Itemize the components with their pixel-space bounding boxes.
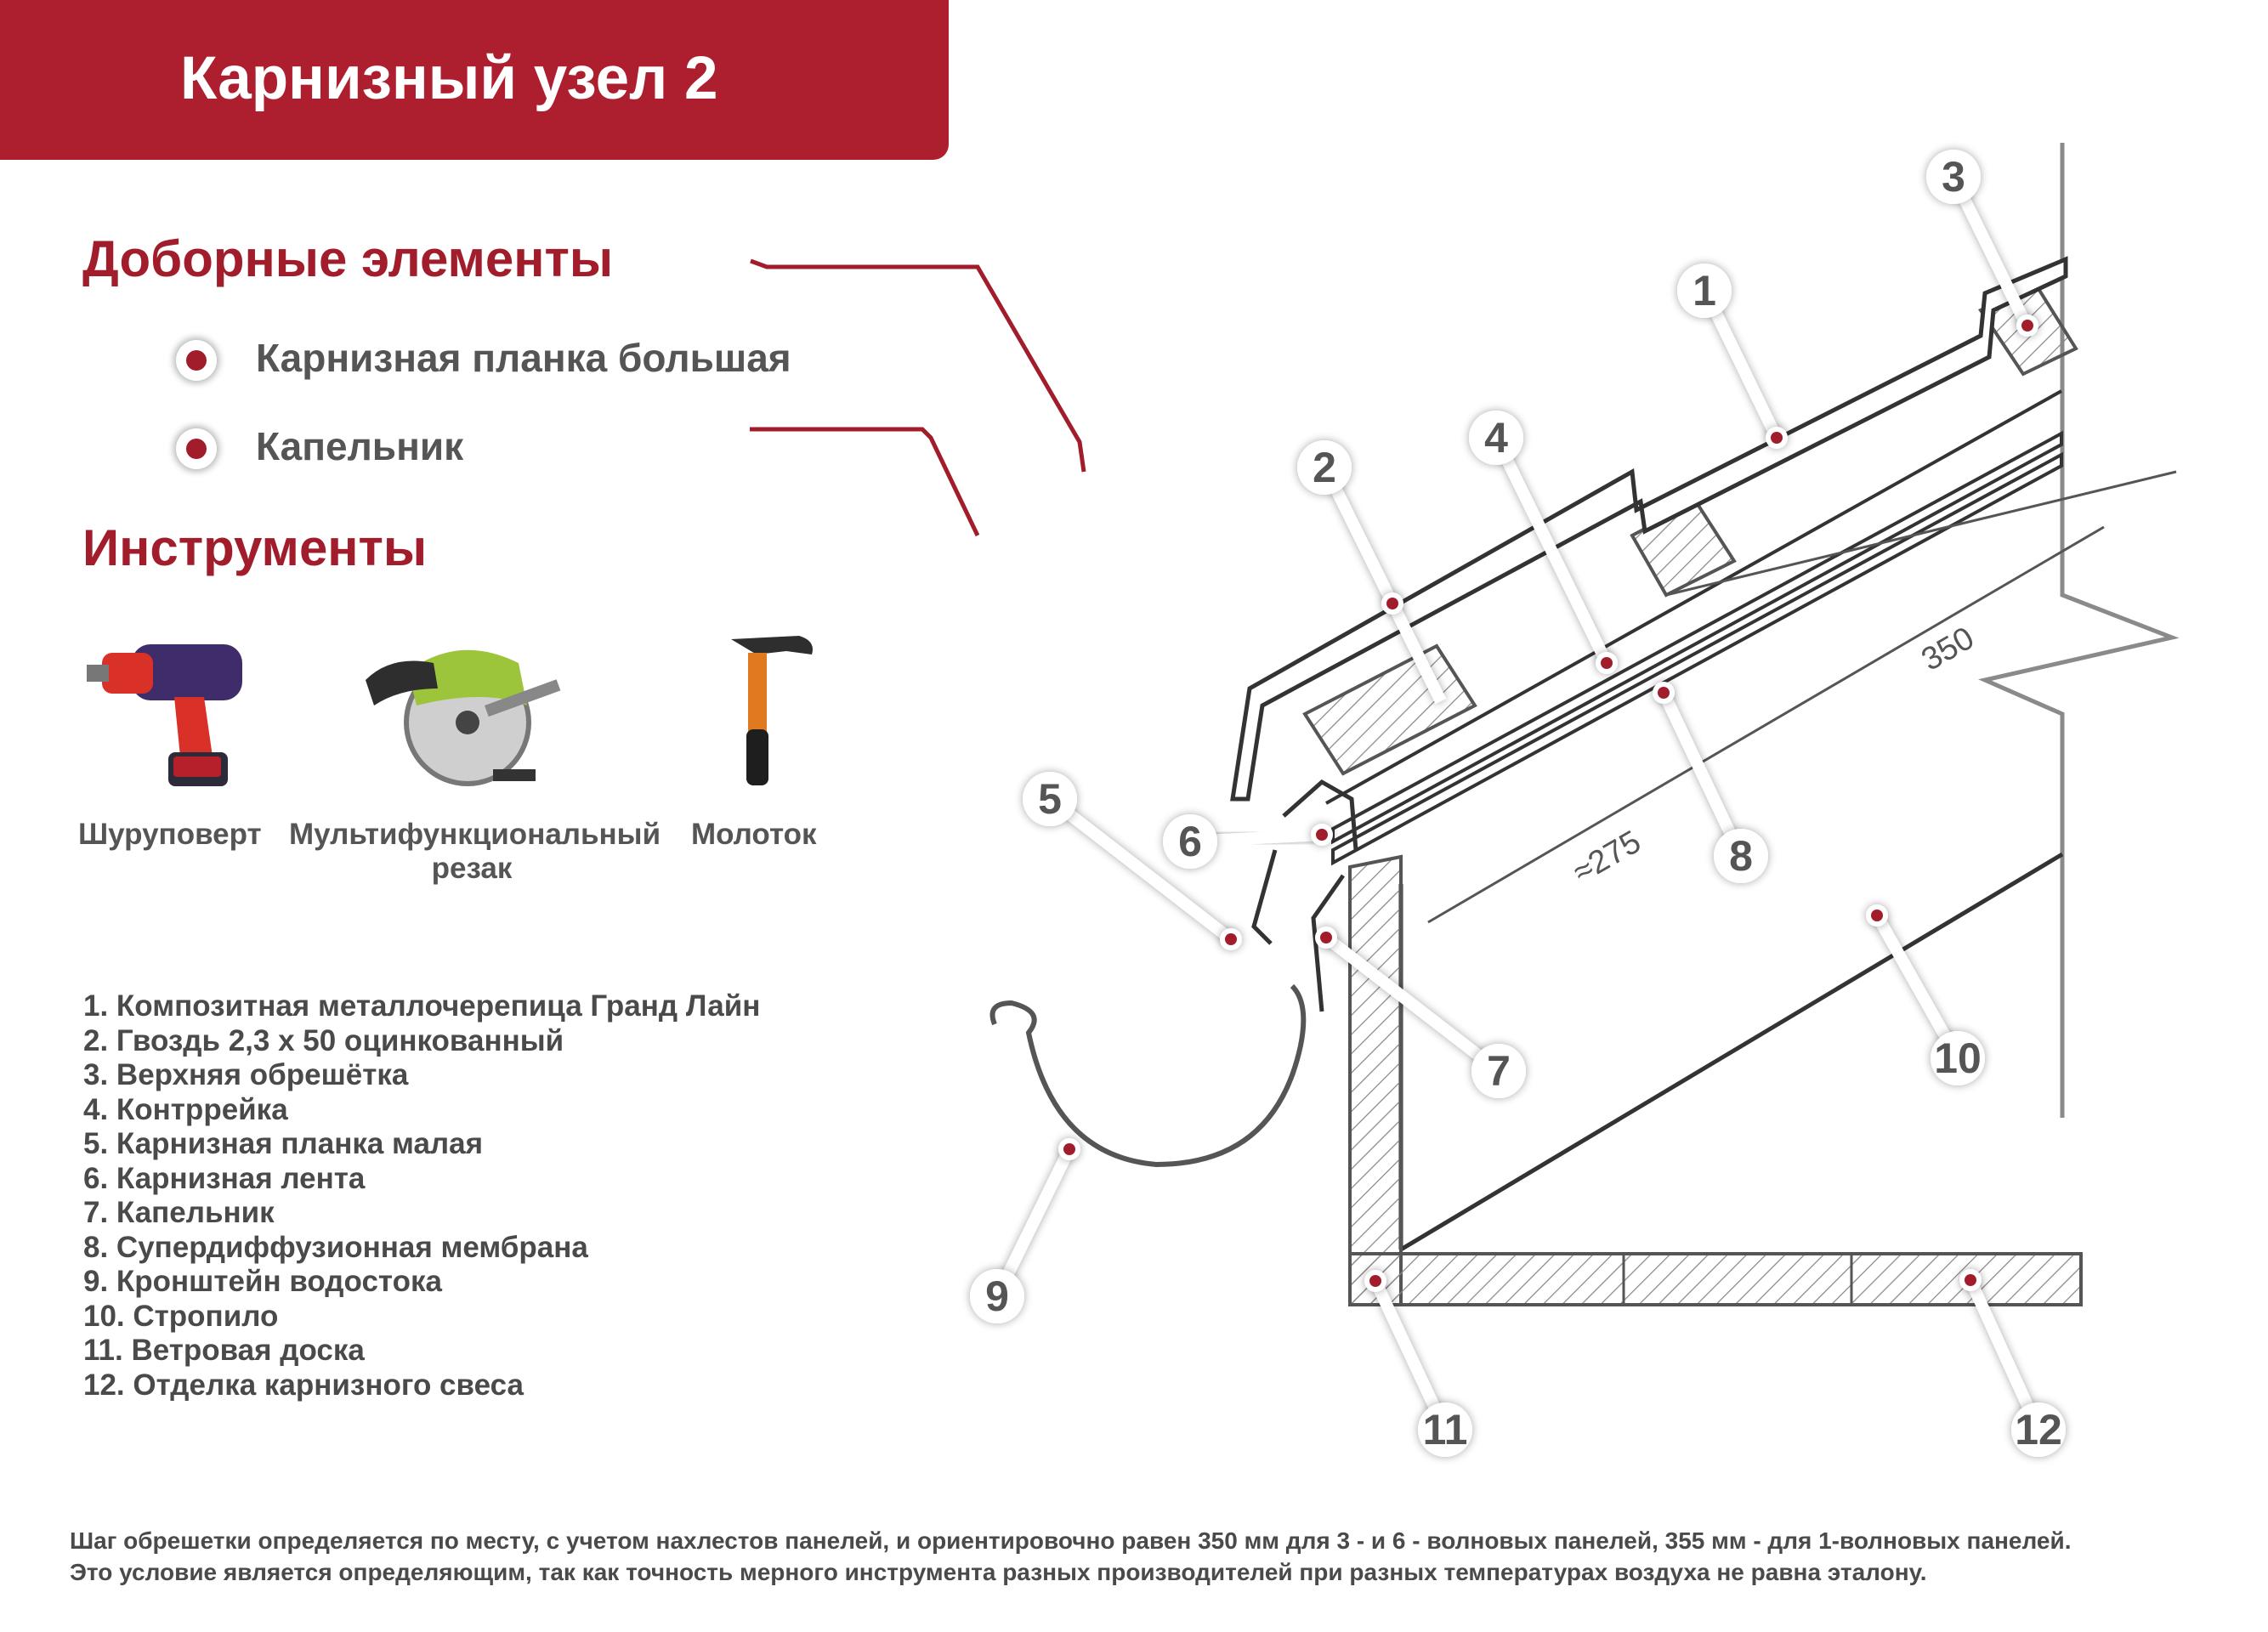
legend-item: 4. Контррейка [83,1092,288,1126]
callout-number: 2 [1313,444,1336,491]
footnote: Шаг обрешетки определяется по месту, с у… [70,1525,2229,1588]
legend-item: 10. Стропило [83,1299,279,1333]
callout-5: 5 [1023,772,1242,950]
title-banner: Карнизный узел 2 [0,0,949,160]
callout-2: 2 [1297,440,1447,705]
gutter-bracket [989,983,1307,1168]
legend-item: 8. Супердиффузионная мембрана [83,1230,588,1264]
legend-item: 7. Капельник [83,1196,275,1229]
callout-number: 3 [1942,153,1965,201]
large-eaves-plank-profile [750,258,1086,473]
eaves-strip [1282,779,1358,851]
legend-item: 12. Отделка карнизного свеса [83,1368,524,1402]
membrane [1331,430,2063,845]
wind-board [1348,854,1403,1306]
legend-item: 3. Верхняя обрешётка [83,1058,409,1091]
callout-number: 9 [985,1272,1009,1320]
screwdriver-icon [87,644,242,786]
accessory-item: Капельник [256,424,464,468]
drip-edge [1311,874,1346,1012]
callout-7: 7 [1315,926,1526,1098]
legend-item: 2. Гвоздь 2,3 х 50 оцинкованный [83,1023,564,1057]
roof-tile [1230,256,2068,802]
callout-11: 11 [1364,1270,1472,1457]
callout-4: 4 [1469,411,1618,674]
callout-1: 1 [1677,264,1788,449]
accessory-item: Карнизная планка большая [256,336,791,380]
tool-label: Мультифункциональный резак [289,818,661,886]
accessories-heading: Доборные элементы [82,230,614,287]
small-eaves-plank [1251,849,1278,945]
callout-12: 12 [1959,1269,2066,1457]
callout-9: 9 [970,1138,1080,1323]
tool-label: Молоток [691,818,817,851]
callout-8: 8 [1653,682,1768,883]
legend-list: 1. Композитная металлочерепица Гранд Лай… [83,989,760,1402]
footnote-line: Шаг обрешетки определяется по месту, с у… [70,1527,2072,1554]
callout-number: 11 [1423,1406,1468,1454]
tools-heading: Инструменты [82,519,428,576]
multi-cutter-icon [366,649,561,786]
tool-label-line: резак [431,852,513,885]
callout-number: 10 [1934,1034,1982,1082]
dimension-line-upper [1665,470,2177,597]
wall-outline [1978,143,2180,1118]
callout-10: 10 [1866,904,1985,1085]
callout-number: 1 [1692,267,1716,314]
hammer-icon [731,636,813,785]
counter-batten [1331,451,2063,866]
bullet-icon [176,340,217,381]
legend-item: 9. Кронштейн водостока [83,1265,442,1298]
drip-edge-profile [750,427,980,537]
legend-item: 11. Ветровая доска [83,1334,365,1367]
callout-number: 7 [1487,1047,1511,1095]
callout-number: 8 [1729,832,1753,880]
callout-number: 6 [1178,818,1202,865]
callout-3: 3 [1926,150,2038,337]
dimension-upper: 350 [1916,620,1981,678]
legend-item: 1. Композитная металлочерепица Гранд Лай… [83,989,761,1023]
callout-number: 4 [1484,414,1508,462]
legend-item: 5. Карнизная планка малая [83,1127,484,1160]
callout-6: 6 [1163,814,1333,869]
bullet-icon [176,428,217,469]
callout-number: 12 [2015,1406,2062,1454]
legend-item: 6. Карнизная лента [83,1161,366,1195]
callout-number: 5 [1038,775,1062,823]
footnote-line: Это условие является определяющим, так к… [70,1559,1927,1585]
rafter [1399,852,2064,1252]
tool-label-line: Мультифункциональный [289,818,661,851]
page-title: Карнизный узел 2 [180,45,718,112]
tool-label: Шуруповерт [78,818,262,851]
soffit-finishing [1348,1252,2083,1306]
dimension-line-lower [1427,525,2105,924]
